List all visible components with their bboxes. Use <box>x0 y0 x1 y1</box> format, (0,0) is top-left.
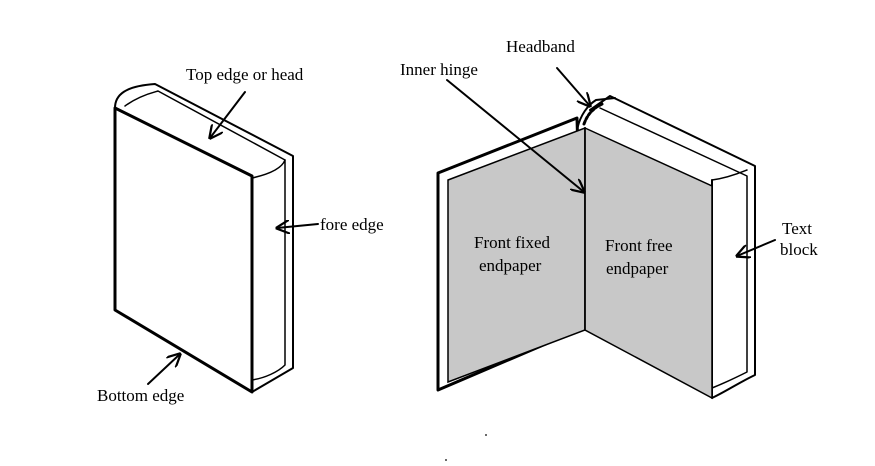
open-book <box>436 95 756 400</box>
arrow-top-edge <box>210 91 246 138</box>
arrow-inner-hinge <box>446 79 584 192</box>
label-top-edge: Top edge or head <box>186 65 304 84</box>
arrow-headband <box>556 67 590 106</box>
arrow-bottom-edge <box>147 354 180 385</box>
label-fore-edge: fore edge <box>320 215 384 234</box>
label-front-fixed-line2: endpaper <box>479 256 542 275</box>
arrow-fore-edge <box>277 224 319 228</box>
closed-book-head <box>124 90 286 161</box>
stray-dot <box>445 459 447 461</box>
label-text-block-line1: Text <box>782 219 812 238</box>
stray-dot <box>485 434 487 436</box>
label-front-free-line2: endpaper <box>606 259 669 278</box>
label-bottom-edge: Bottom edge <box>97 386 184 405</box>
label-headband: Headband <box>506 37 575 56</box>
text-block-outline <box>589 95 756 399</box>
text-block-head <box>599 107 748 389</box>
arrow-text-block <box>737 239 776 256</box>
text-block-fore-edge <box>711 169 748 181</box>
closed-book <box>113 83 294 394</box>
closed-book-front-cover <box>113 106 254 394</box>
headband-stitching <box>582 102 604 126</box>
labels: Top edge or head fore edge Bottom edge H… <box>97 37 818 405</box>
label-inner-hinge: Inner hinge <box>400 60 478 79</box>
label-front-free-line1: Front free <box>605 236 673 255</box>
label-text-block-line2: block <box>780 240 818 259</box>
arrows <box>147 67 776 385</box>
front-fixed-endpaper <box>447 126 586 384</box>
headband <box>576 97 616 131</box>
closed-book-fore-edge <box>251 159 286 381</box>
label-front-fixed-line1: Front fixed <box>474 233 551 252</box>
closed-book-top <box>114 83 294 393</box>
